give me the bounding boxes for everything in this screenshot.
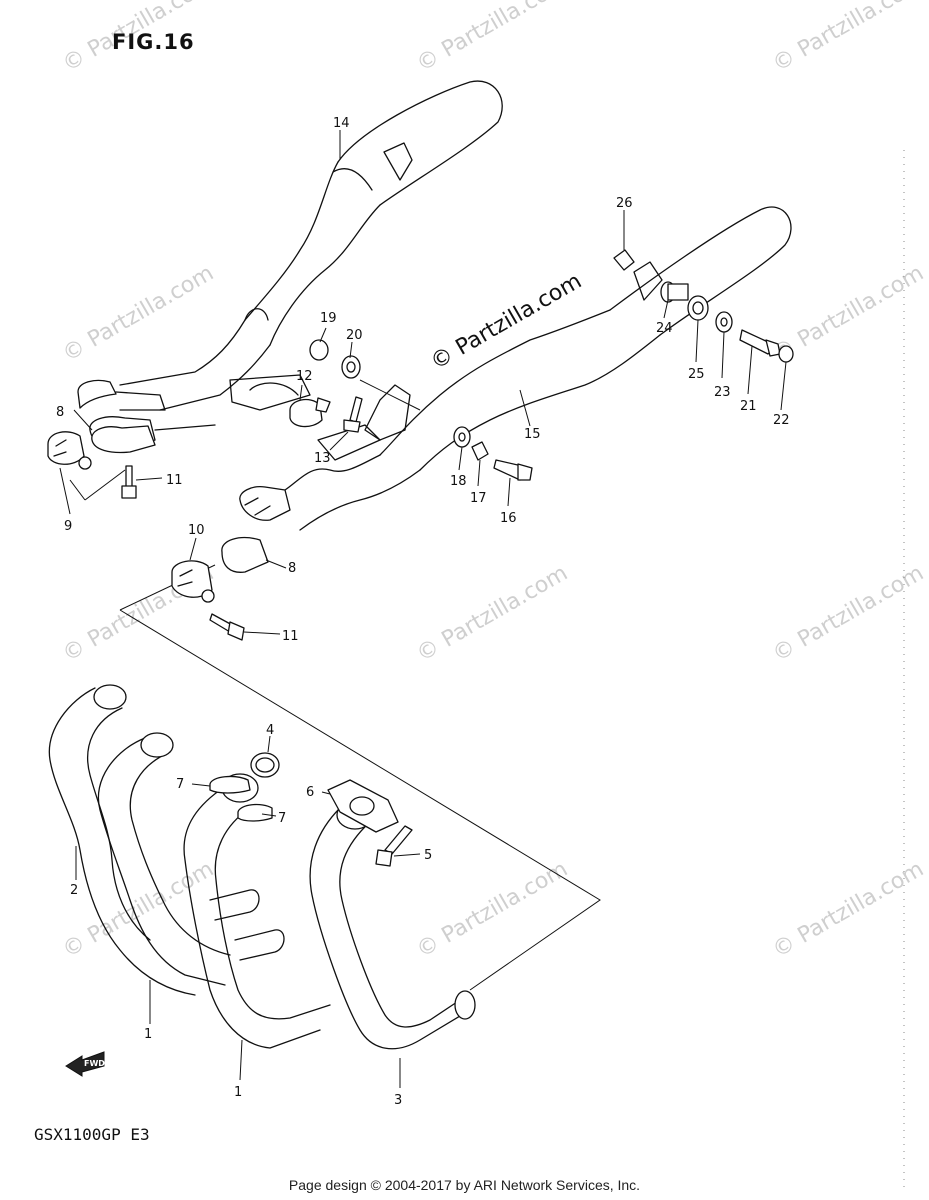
callout-15: 15: [524, 427, 541, 442]
cap-22: [778, 345, 794, 363]
callout-21: 21: [740, 399, 757, 414]
callout-7-left: 7: [176, 777, 184, 792]
clamp-12: [289, 398, 323, 428]
right-hardware: [453, 249, 794, 481]
callout-10: 10: [188, 523, 205, 538]
callout-19: 19: [320, 311, 337, 326]
callout-9: 9: [64, 519, 72, 534]
watermark-main: © Partzilla.com: [427, 269, 587, 376]
callout-26: 26: [616, 196, 633, 211]
left-clamps: [47, 425, 269, 641]
pipe-2: [48, 687, 196, 996]
bolt-13: [349, 396, 363, 423]
pipe-1-a: [97, 737, 226, 986]
watermark-layer: © Partzilla.com © Partzilla.com © Partzi…: [59, 0, 929, 963]
callout-4: 4: [266, 723, 274, 738]
pipe-hardware: [209, 752, 413, 867]
figure-title: FIG.16: [112, 30, 195, 54]
callout-6: 6: [306, 785, 314, 800]
callout-14: 14: [333, 116, 350, 131]
pipe-8-upper: [91, 425, 156, 454]
callout-5: 5: [424, 848, 432, 863]
pipe-1-b: [183, 789, 321, 1049]
callout-3: 3: [394, 1093, 402, 1108]
watermark: © Partzilla.com: [413, 857, 573, 964]
clamp-9: [47, 431, 85, 465]
callout-7-right: 7: [278, 811, 286, 826]
callout-23: 23: [714, 385, 731, 400]
callout-labels: 14 26 19 20 12 24 25 23 21 22 8 15 13 18…: [56, 116, 790, 1108]
callout-11-lower: 11: [282, 629, 299, 644]
watermark: © Partzilla.com: [59, 261, 219, 368]
muffler-left: [77, 80, 503, 450]
callout-24: 24: [656, 321, 673, 336]
callout-16: 16: [500, 511, 517, 526]
clamp-7-a: [209, 775, 251, 794]
callout-22: 22: [773, 413, 790, 428]
clamp-7-b: [237, 803, 273, 822]
leader-lines: [59, 130, 787, 1088]
fwd-label: FWD: [84, 1059, 105, 1068]
callout-1-a: 1: [144, 1027, 152, 1042]
pipe-3: [309, 807, 471, 1050]
watermark: © Partzilla.com: [413, 561, 573, 668]
model-code: GSX1100GP E3: [34, 1125, 150, 1144]
bolt-11-upper: [125, 465, 133, 489]
callout-2: 2: [70, 883, 78, 898]
callout-12: 12: [296, 369, 313, 384]
callout-17: 17: [470, 491, 487, 506]
watermark: © Partzilla.com: [769, 0, 929, 77]
rubber-26: [613, 249, 635, 271]
watermark: © Partzilla.com: [769, 561, 929, 668]
nut-17: [471, 441, 489, 461]
muffler-right: [239, 206, 792, 531]
exhaust-pipes: [48, 684, 476, 1050]
callout-1-b: 1: [234, 1085, 242, 1100]
callout-20: 20: [346, 328, 363, 343]
middle-hardware: [289, 339, 363, 433]
page-footer: Page design © 2004-2017 by ARI Network S…: [288, 1177, 641, 1193]
clamp-10: [171, 560, 213, 598]
callout-8-upper: 8: [56, 405, 64, 420]
watermark: © Partzilla.com: [413, 0, 573, 77]
pipe-8-lower: [221, 537, 269, 573]
watermark: © Partzilla.com: [59, 857, 219, 964]
callout-25: 25: [688, 367, 705, 382]
watermark: © Partzilla.com: [769, 857, 929, 964]
fwd-arrow: FWD: [65, 1051, 105, 1077]
callout-18: 18: [450, 474, 467, 489]
callout-13: 13: [314, 451, 331, 466]
bolt-5: [384, 825, 413, 855]
cushion-19: [309, 339, 329, 361]
callout-11-upper: 11: [166, 473, 183, 488]
callout-8-lower: 8: [288, 561, 296, 576]
